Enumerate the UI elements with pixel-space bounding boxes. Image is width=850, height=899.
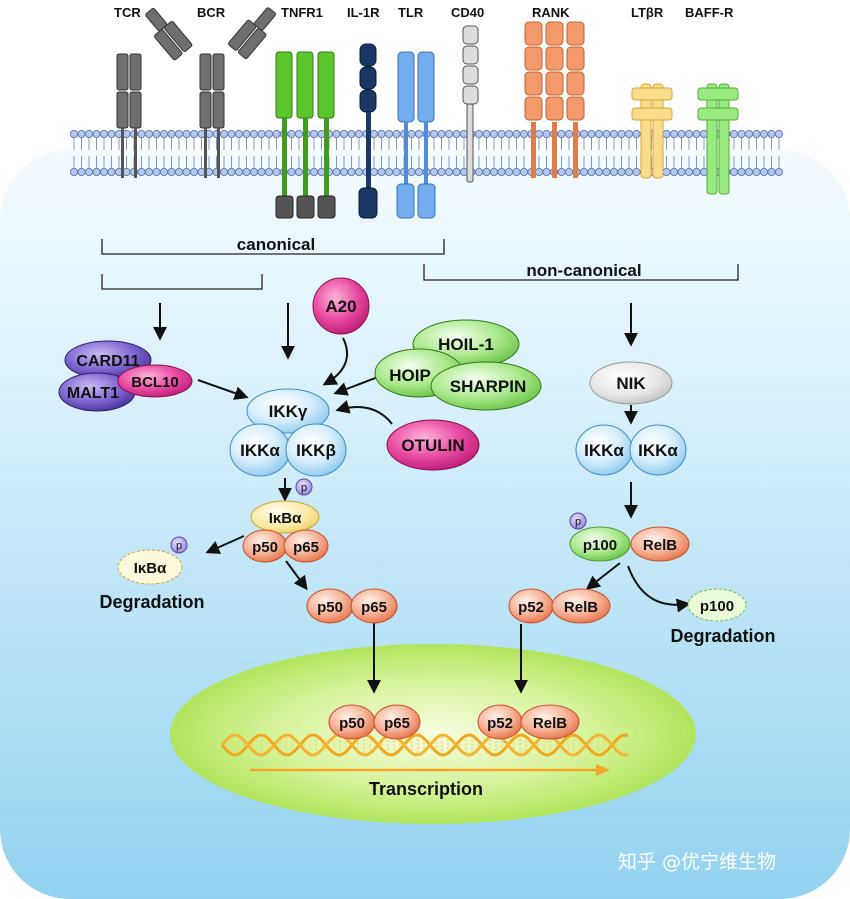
bracket-non-canonical — [423, 264, 739, 281]
bracket-canonical-sub — [101, 274, 263, 290]
p100-label: p100 — [583, 537, 617, 554]
phospho-ikba — [170, 536, 188, 554]
transcription-arrowhead — [596, 764, 610, 776]
label-bcr: BCR — [197, 5, 226, 20]
ikba-nfkb-complex: IκBα p50 p65 — [242, 500, 329, 563]
card11-label: CARD11 — [76, 353, 139, 370]
phospho-p100 — [569, 512, 587, 530]
dna-helix — [220, 733, 629, 757]
p50-nuclear-label: p50 — [339, 715, 365, 732]
lubac-complex: HOIL-1 HOIP SHARPIN — [374, 319, 542, 411]
bcl10-node — [117, 364, 193, 398]
p52-nuclear-label: p52 — [487, 715, 513, 732]
ikk-gamma-node — [246, 388, 330, 434]
p52-relb-nucleus: p52 RelB — [477, 704, 580, 740]
receptor-cd40 — [462, 25, 479, 183]
p50-free-label: p50 — [317, 599, 343, 616]
receptor-tnfr1 — [275, 51, 336, 219]
nik-label: NIK — [616, 374, 646, 393]
sharpin-node — [430, 361, 542, 411]
p65-free-label: p65 — [361, 599, 387, 616]
p65-node — [283, 529, 329, 563]
ikk-beta-node — [285, 423, 347, 477]
arrow-p50p65-release — [285, 560, 308, 591]
receptor-tcr — [116, 53, 142, 178]
arrow-hoip-ikk — [333, 376, 379, 396]
receptor-rank — [524, 21, 585, 178]
p100-relb-complex: p100 RelB p — [569, 512, 690, 562]
phospho-ikk-label: p — [301, 482, 307, 494]
ikk-alpha-dimer: IKKα IKKα — [575, 424, 687, 476]
ikk-gamma-label: IKKγ — [269, 402, 308, 421]
sharpin-label: SHARPIN — [450, 377, 527, 396]
arrow-p100-degrade — [627, 565, 691, 613]
p100-degraded-label: p100 — [700, 598, 734, 615]
ikk-alpha-2-label: IKKα — [638, 441, 678, 460]
nik-protein: NIK — [589, 361, 673, 405]
ikk-alpha-label: IKKα — [240, 441, 280, 460]
ikk-complex-canonical: IKKγ IKKα IKKβ — [229, 388, 347, 477]
label-il1r: IL-1R — [347, 5, 380, 20]
label-tnfr1: TNFR1 — [281, 5, 323, 20]
hoip-label: HOIP — [389, 366, 431, 385]
relb-free-label: RelB — [564, 599, 598, 616]
nucleus — [170, 644, 696, 824]
p52-relb-cytoplasm: p52 RelB — [508, 588, 611, 624]
arrow-ikba-degrade — [205, 535, 245, 554]
p52-label: p52 — [518, 599, 544, 616]
label-baffr: BAFF-R — [685, 5, 734, 20]
ikk-beta-label: IKKβ — [296, 441, 336, 460]
p50-label: p50 — [252, 539, 278, 556]
receptor-baffr — [697, 83, 739, 195]
watermark: 知乎 @优宁维生物 — [618, 851, 776, 873]
label-canonical: canonical — [237, 235, 315, 254]
otulin-protein: OTULIN — [386, 419, 480, 471]
arrow-otulin-ikk — [335, 400, 393, 425]
p65-label: p65 — [293, 539, 319, 556]
p65-nuclear-label: p65 — [384, 715, 410, 732]
label-tlr: TLR — [398, 5, 424, 20]
ikba-degraded-label: IκBα — [134, 560, 167, 577]
a20-protein: A20 — [312, 277, 370, 335]
receptor-bcr — [145, 7, 276, 178]
ikba-degraded: IκBα p — [117, 536, 188, 585]
transcription-label: Transcription — [369, 779, 483, 799]
p50-p65-nucleus: p50 p65 — [328, 704, 421, 740]
a20-label: A20 — [325, 297, 356, 316]
arrow-a20-ikk — [322, 337, 348, 386]
bracket-canonical-top — [101, 239, 445, 255]
relb-nuclear-label: RelB — [533, 715, 567, 732]
ikba-node — [250, 500, 320, 534]
hoil1-label: HOIL-1 — [438, 335, 494, 354]
receptor-tlr — [396, 51, 436, 219]
relb-label: RelB — [643, 537, 677, 554]
ikba-label: IκBα — [269, 510, 302, 527]
degradation-label-right: Degradation — [670, 626, 775, 646]
p50-p65-cytoplasm: p50 p65 — [306, 588, 398, 624]
arrow-bcl10-ikk — [197, 379, 249, 400]
ikk-alpha-1-label: IKKα — [584, 441, 624, 460]
arrows — [153, 303, 691, 694]
label-ltbr: LTβR — [631, 5, 664, 20]
receptor-ltbr — [631, 83, 673, 179]
receptor-il1r — [358, 43, 378, 219]
cbm-complex: CARD11 MALT1 BCL10 — [58, 340, 193, 412]
phospho-p100-label: p — [575, 516, 581, 528]
degradation-label-left: Degradation — [99, 592, 204, 612]
label-non-canonical: non-canonical — [526, 261, 641, 280]
label-tcr: TCR — [114, 5, 141, 20]
label-rank: RANK — [532, 5, 570, 20]
bcl10-label: BCL10 — [131, 374, 179, 391]
malt1-label: MALT1 — [67, 385, 119, 402]
p100-degraded: p100 — [687, 588, 747, 622]
label-cd40: CD40 — [451, 5, 484, 20]
arrow-p100-p52 — [585, 562, 621, 590]
otulin-label: OTULIN — [401, 436, 464, 455]
phospho-ikba-label: p — [176, 540, 182, 552]
phospho-ikk: p — [295, 478, 313, 496]
